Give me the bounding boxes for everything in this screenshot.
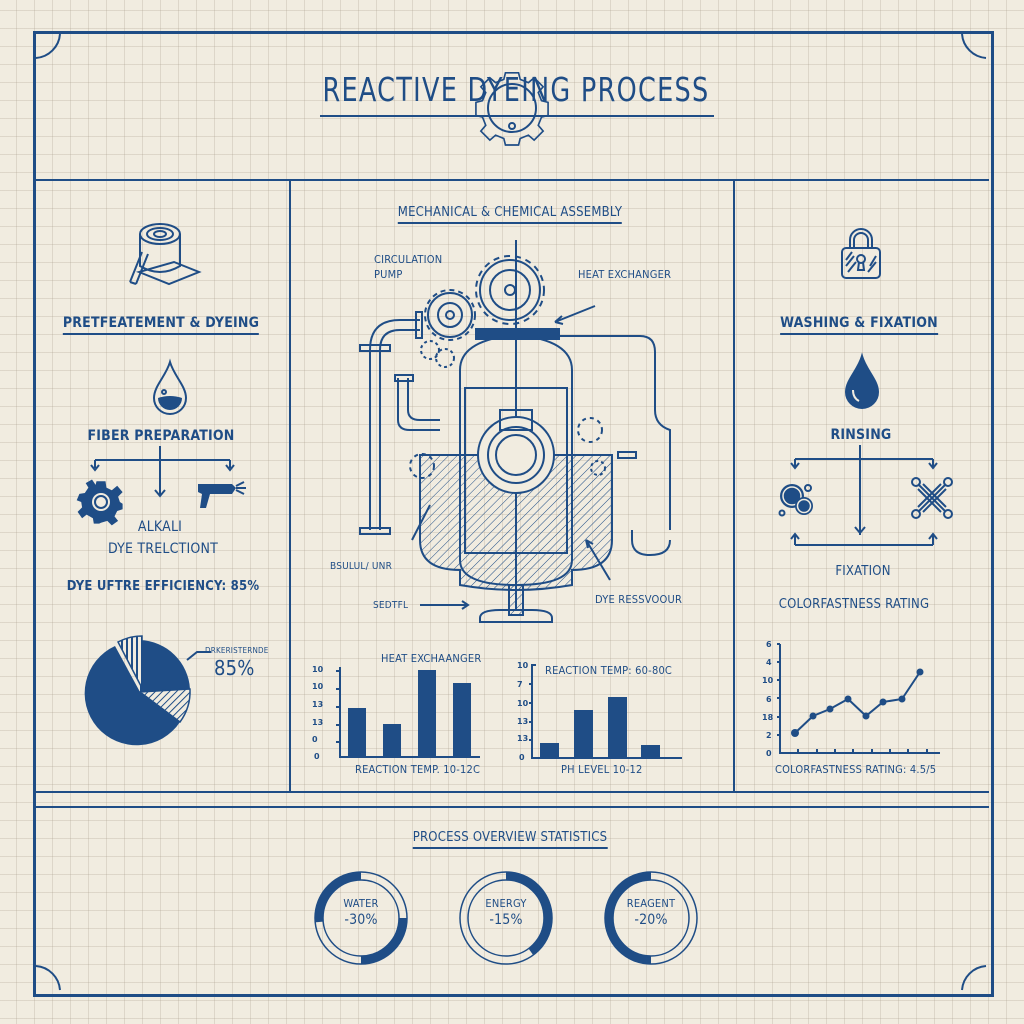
column-divider-right [733, 180, 735, 792]
svg-text:10: 10 [312, 682, 324, 691]
water-gauge [314, 871, 408, 965]
energy-gauge-value: -15% [489, 912, 523, 928]
circulation-pump-label-line2: PUMP [374, 268, 403, 281]
spray-gun-icon [198, 481, 246, 508]
svg-text:10: 10 [312, 665, 324, 674]
bar-chart-2: 10 7 10 13 13 0 [517, 661, 682, 762]
svg-text:0: 0 [766, 749, 772, 758]
svg-text:7: 7 [517, 680, 523, 689]
bar-chart-2-title: REACTION TEMP: 60-80C [545, 664, 673, 677]
header-divider [34, 179, 989, 181]
rinsing-label: RINSING [830, 427, 892, 443]
colorfastness-caption: COLORFASTNESS RATING: 4.5/5 [775, 763, 937, 776]
svg-text:4: 4 [766, 658, 772, 667]
left-callout-label: BSULUL/ UNR [330, 561, 393, 572]
footer-divider-bottom [34, 806, 989, 808]
title-underline [320, 115, 714, 117]
fabric-roll-icon [129, 223, 202, 286]
svg-text:10: 10 [517, 699, 529, 708]
fiber-preparation-label: FIBER PREPARATION [87, 428, 235, 444]
water-drop-icon [152, 358, 188, 415]
svg-text:10: 10 [762, 676, 774, 685]
dye-uptake-efficiency-text: DYE UFTRE EFFICIENCY: 85% [66, 579, 260, 594]
gear-icon [76, 479, 123, 526]
pie-value: 85% [214, 656, 255, 680]
bottom-panel-heading: PROCESS OVERVIEW STATISTICS [412, 830, 608, 849]
dye-treatment-label: DYE TRELCTIONT [107, 541, 219, 557]
circulation-pump-label-line1: CIRCULATION [374, 253, 443, 266]
svg-text:18: 18 [762, 713, 774, 722]
crossed-bones-icon [911, 477, 953, 519]
reagent-gauge-value: -20% [634, 912, 668, 928]
bar-chart-1: 10 10 13 13 0 0 [312, 665, 480, 761]
alkali-label: ALKALI [137, 519, 183, 535]
svg-text:13: 13 [312, 700, 323, 709]
water-gauge-label: WATER [343, 897, 379, 910]
energy-gauge [459, 871, 553, 965]
dyeing-machine-diagram [359, 240, 671, 623]
energy-gauge-label: ENERGY [485, 897, 527, 910]
pie-label: DRKERISTERNDE [205, 646, 269, 655]
colorfastness-chart-title: COLORFASTNESS RATING [778, 597, 930, 612]
gear-icon [475, 72, 549, 146]
svg-text:10: 10 [517, 661, 529, 670]
svg-text:6: 6 [766, 695, 772, 704]
center-panel-heading: MECHANICAL & CHEMICAL ASSEMBLY [397, 205, 623, 224]
reagent-gauge [604, 871, 698, 965]
left-panel-heading: PRETFEATEMENT & DYEING [62, 315, 260, 335]
footer-divider-top [34, 791, 989, 793]
water-drop-icon [844, 352, 880, 409]
bar-chart-1-title: HEAT EXCHAANGER [381, 652, 482, 665]
svg-text:2: 2 [766, 731, 772, 740]
svg-text:13: 13 [312, 718, 323, 727]
heat-exchanger-label: HEAT EXCHANGER [578, 268, 672, 281]
svg-text:0: 0 [519, 753, 525, 762]
svg-text:13: 13 [517, 717, 528, 726]
svg-text:0: 0 [314, 752, 320, 761]
water-gauge-value: -30% [344, 912, 378, 928]
efficiency-pie-chart [84, 635, 211, 746]
dye-reservoir-label: DYE RESSVOOUR [595, 593, 683, 606]
bar-chart-1-xlabel: REACTION TEMP. 10-12C [355, 763, 481, 776]
svg-text:6: 6 [766, 640, 772, 649]
page-title: REACTIVE DYEING PROCESS [322, 70, 710, 109]
column-divider-left [289, 180, 291, 792]
rinse-fixation-flow [790, 445, 938, 546]
flow-arrows [90, 446, 235, 498]
colorfastness-line-chart: 6 4 10 6 18 2 0 [762, 640, 940, 758]
right-panel-heading: WASHING & FIXATION [780, 315, 938, 335]
reagent-gauge-label: REAGENT [626, 897, 676, 910]
stand-label: SEDTFL [373, 600, 409, 611]
bar-chart-2-xlabel: PH LEVEL 10-12 [561, 763, 643, 776]
bubbles-icon [778, 484, 813, 517]
padlock-icon [841, 228, 881, 279]
svg-text:13: 13 [517, 734, 528, 743]
svg-text:0: 0 [312, 735, 318, 744]
blueprint-frame [33, 31, 994, 997]
fixation-label: FIXATION [835, 564, 891, 579]
